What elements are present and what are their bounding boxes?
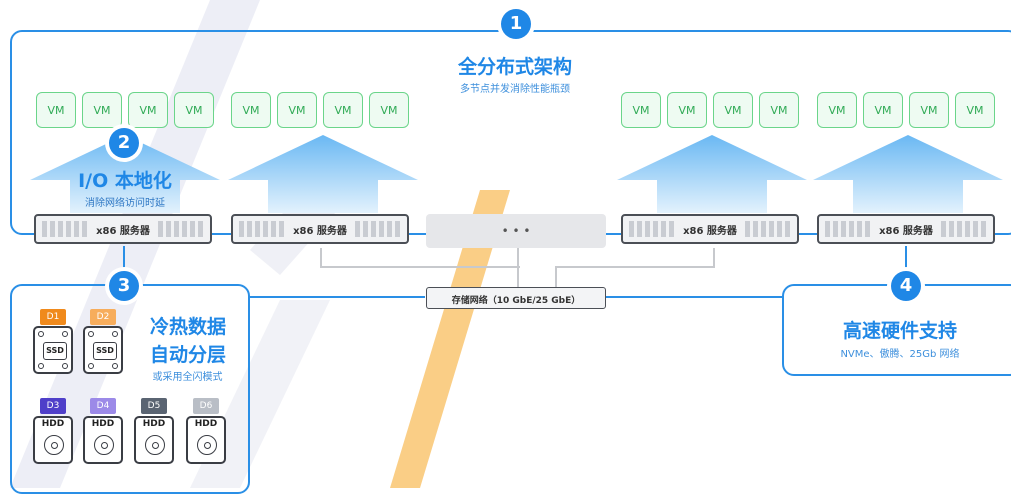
x86-server: x86 服务器 [34,214,212,244]
network-line [320,266,520,268]
badge-2: 2 [109,128,139,158]
network-line [555,266,557,288]
server-label: x86 服务器 [293,225,347,237]
disk-tag: D3 [40,398,66,414]
server-label: x86 服务器 [879,225,933,237]
vm-box: VM [817,92,857,128]
vm-box: VM [323,92,363,128]
disk-type: SSD [93,342,117,360]
disk-tag: D4 [90,398,116,414]
disk-tag: D6 [193,398,219,414]
hdd-disk: HDD [33,416,73,464]
section3-title-line1: 冷热数据 [149,316,226,338]
section1-subtitle: 多节点并发消除性能瓶颈 [460,84,570,95]
network-line [555,266,715,268]
vm-box: VM [174,92,214,128]
disk-type: HDD [142,419,166,429]
storage-network-switch: 存储网络（10 GbE/25 GbE） [426,287,606,309]
disk-tag: D2 [90,309,116,325]
section2-title: I/O 本地化 [78,170,172,192]
network-connector [605,296,783,298]
badge-1: 1 [501,9,531,39]
section1-title: 全分布式架构 [457,56,572,78]
io-arrow [228,135,418,213]
disk-tag: D1 [40,309,66,325]
disk-type: HDD [91,419,115,429]
x86-server: x86 服务器 [817,214,995,244]
vm-box: VM [863,92,903,128]
vm-box: VM [759,92,799,128]
ssd-disk: SSD [83,326,123,374]
vm-box: VM [909,92,949,128]
vm-box: VM [369,92,409,128]
badge-3: 3 [109,271,139,301]
x86-server: x86 服务器 [621,214,799,244]
hdd-disk: HDD [134,416,174,464]
io-arrow [813,135,1003,213]
vm-box: VM [621,92,661,128]
ssd-disk: SSD [33,326,73,374]
vm-box: VM [277,92,317,128]
vm-box: VM [667,92,707,128]
vm-box: VM [128,92,168,128]
disk-type: SSD [43,342,67,360]
section4-subtitle: NVMe、傲腾、25Gb 网络 [840,349,960,360]
network-line [713,248,715,268]
section4-title: 高速硬件支持 [842,320,957,342]
section2-subtitle: 消除网络访问时延 [85,198,165,209]
more-servers-placeholder: • • • [426,214,606,248]
hdd-disk: HDD [186,416,226,464]
disk-type: HDD [194,419,218,429]
io-arrow [30,135,220,213]
vm-box: VM [82,92,122,128]
network-label: 存储网络（10 GbE/25 GbE） [451,296,581,306]
io-arrow [617,135,807,213]
vm-box: VM [36,92,76,128]
network-line [517,248,519,288]
server-connector [123,246,125,284]
hdd-disk: HDD [83,416,123,464]
server-connector [905,246,907,284]
server-label: x86 服务器 [683,225,737,237]
disk-type: HDD [41,419,65,429]
disk-tag: D5 [141,398,167,414]
server-label: x86 服务器 [96,225,150,237]
ellipsis: • • • [501,224,531,238]
x86-server: x86 服务器 [231,214,409,244]
section3-title-line2: 自动分层 [149,344,226,366]
network-connector [250,296,425,298]
vm-box: VM [955,92,995,128]
section3-subtitle: 或采用全闪模式 [152,372,223,383]
network-line [320,248,322,268]
vm-box: VM [231,92,271,128]
vm-box: VM [713,92,753,128]
badge-4: 4 [891,271,921,301]
